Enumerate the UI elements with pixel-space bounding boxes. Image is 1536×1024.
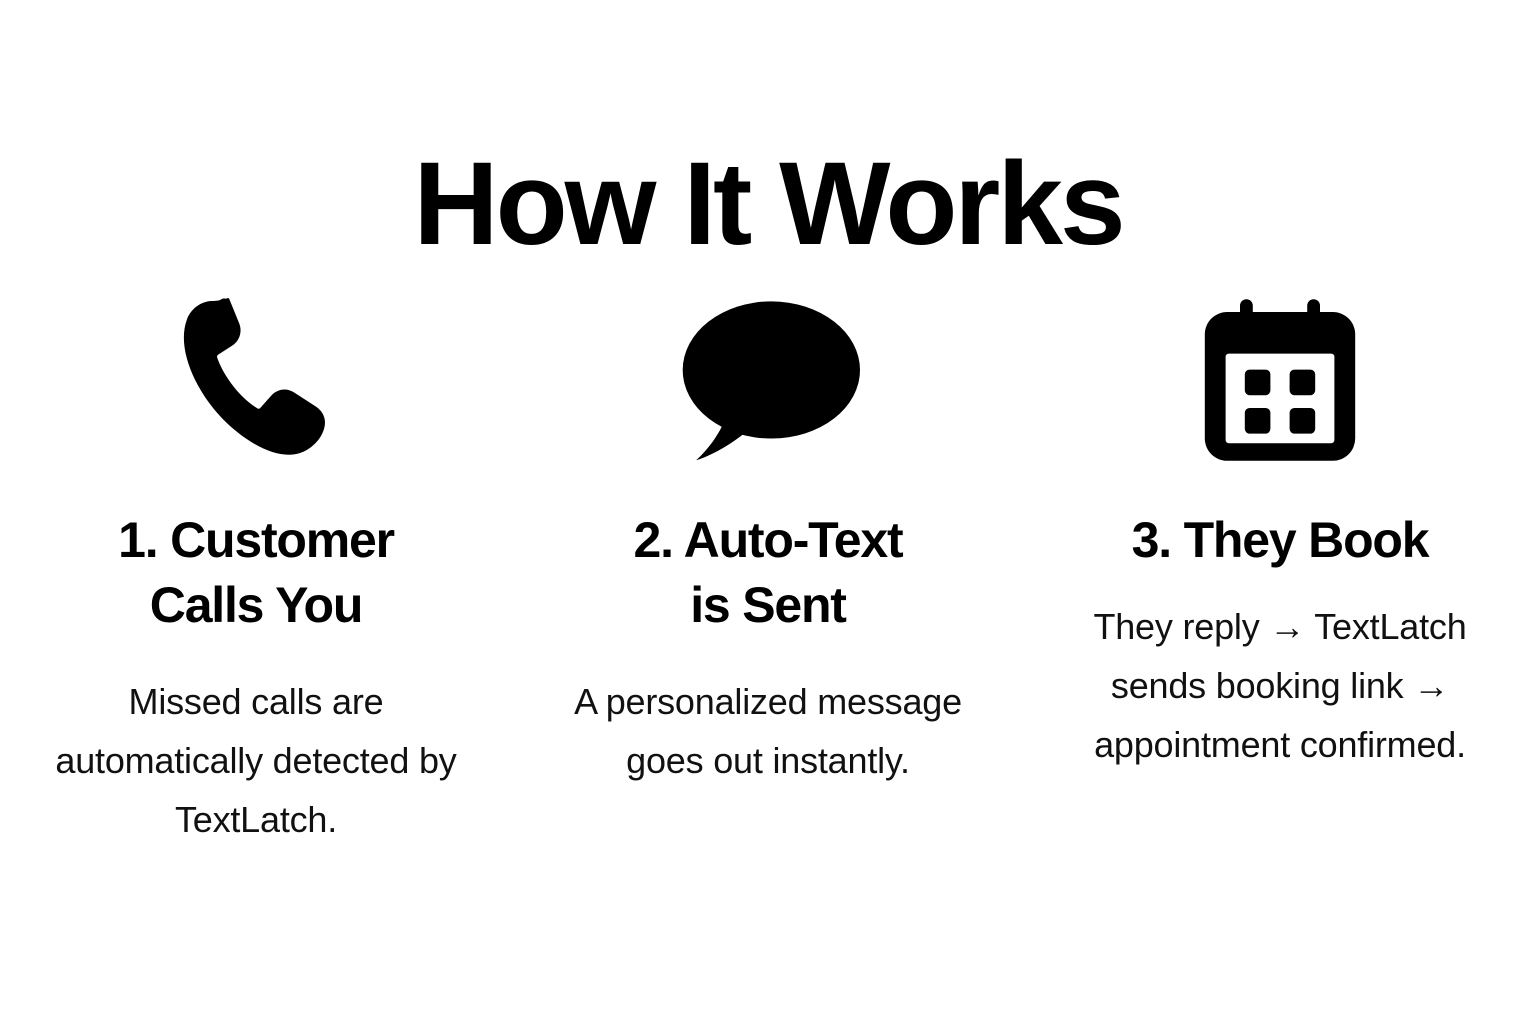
- steps-row: 1. Customer Calls You Missed calls are a…: [0, 290, 1536, 849]
- step-card-3: 3. They Book They reply → TextLatch send…: [1024, 290, 1536, 774]
- step-heading-1: 1. Customer Calls You: [118, 512, 395, 633]
- step-body-3: They reply → TextLatch sends booking lin…: [1093, 606, 1467, 766]
- step-card-1: 1. Customer Calls You Missed calls are a…: [0, 290, 512, 849]
- step-heading-2: 2. Auto-Text is Sent: [633, 512, 904, 633]
- speech-bubble-icon: [550, 290, 986, 470]
- step-heading-3: 3. They Book: [1131, 512, 1430, 568]
- step-body-2: A personalized message goes out instantl…: [574, 681, 962, 782]
- step-body-1: Missed calls are automatically detected …: [55, 681, 457, 841]
- page-title: How It Works: [413, 138, 1125, 271]
- phone-handset-icon: [38, 290, 474, 470]
- step-card-2: 2. Auto-Text is Sent A personalized mess…: [512, 290, 1024, 790]
- calendar-icon: [1062, 290, 1498, 470]
